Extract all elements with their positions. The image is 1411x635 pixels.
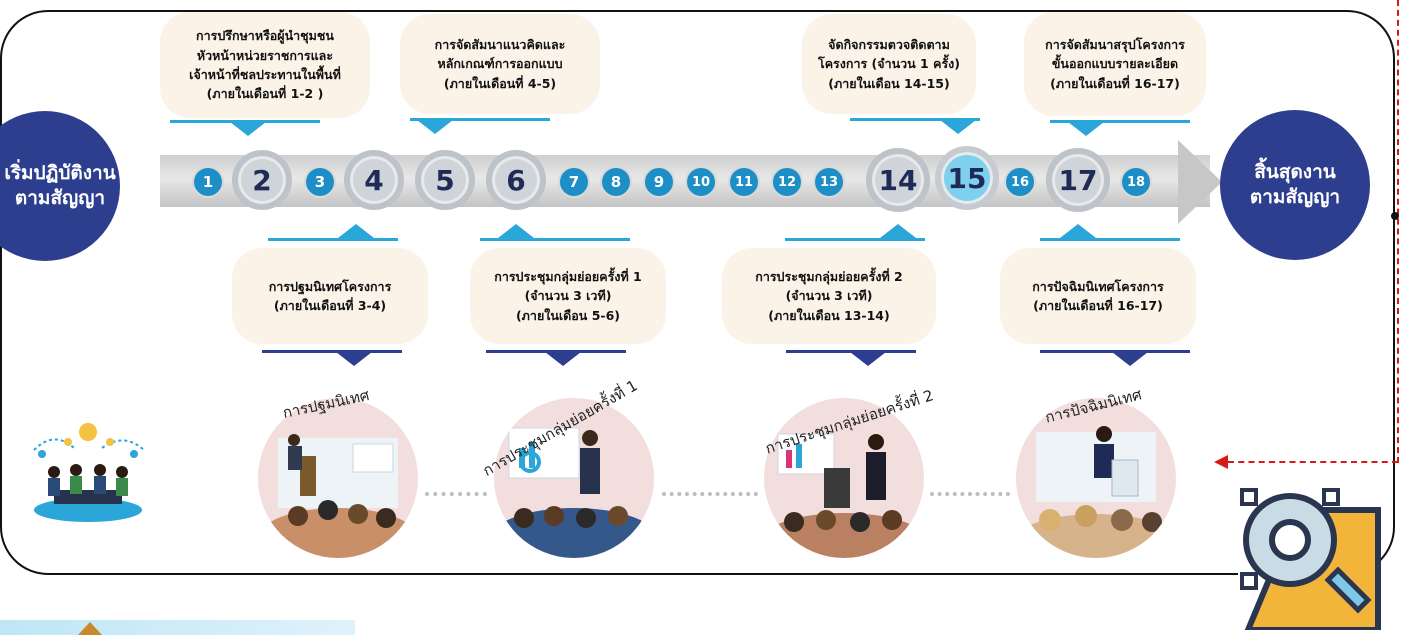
timeline-arrow-head [1178,140,1222,224]
dotted-connector-3 [930,492,1010,496]
month-6: 6 [486,150,546,210]
start-line2: ตามสัญญา [14,187,106,209]
house-roof-icon [78,622,102,635]
month-2: 2 [232,150,292,210]
month-9: 9 [643,166,675,198]
bottom-activity-3-line1: การประชุมกลุ่มย่อยครั้งที่ 2 [755,268,903,284]
bottom-activity-1-line1: การปฐมนิเทศโครงการ [268,278,392,294]
bottom-activity-3-line2: (จำนวน 3 เวที) [785,288,873,304]
bottom-activity-2-line3: (ภายในเดือน 5-6) [515,307,621,323]
dashed-arrow-head [1214,455,1228,469]
top-activity-1-line2: หัวหน้าหน่วยราชการและ [196,47,334,63]
top-activity-4-line1: การจัดสัมนาสรุปโครงการ [1045,36,1185,52]
top-activity-4-pointer [1068,122,1104,136]
dashed-connector-horizontal [1228,461,1398,463]
bottom-activity-1-navy-pointer [336,352,372,366]
end-line1: สิ้นสุดงาน [1254,161,1336,184]
top-activity-2: การจัดสัมนาแนวคิดและ หลักเกณฑ์การออกแบบ … [400,14,600,114]
start-line1: เริ่มปฏิบัติงาน [4,162,116,185]
month-15: 15 [935,146,999,210]
bottom-activity-2: การประชุมกลุ่มย่อยครั้งที่ 1 (จำนวน 3 เว… [470,248,666,344]
design-tools-icon [1228,480,1388,633]
photo-closing [1016,398,1176,558]
top-activity-2-line2: หลักเกณฑ์การออกแบบ [437,56,563,72]
month-13: 13 [813,166,845,198]
bottom-activity-2-bar [480,238,630,241]
top-activity-3-line2: โครงการ (จำนวน 1 ครั้ง) [817,56,960,72]
connector-dot [1391,212,1399,220]
month-14: 14 [866,148,930,212]
month-17: 17 [1046,148,1110,212]
bottom-activity-4-navy-pointer [1112,352,1148,366]
top-activity-4-line3: (ภายในเดือนที่ 16-17) [1050,75,1180,91]
bottom-activity-3-pointer [880,224,916,238]
bottom-activity-1-line2: (ภายในเดือนที่ 3-4) [273,298,387,313]
top-activity-4: การจัดสัมนาสรุปโครงการ ขั้นออกแบบรายละเอ… [1024,12,1206,116]
top-activity-1: การปรึกษาหรือผู้นำชุมชน หัวหน้าหน่วยราชก… [160,12,370,118]
month-11: 11 [728,166,760,198]
top-activity-1-bar [170,120,320,123]
top-activity-3: จัดกิจกรรมตวจติดตาม โครงการ (จำนวน 1 ครั… [802,14,976,114]
top-activity-3-bar [850,118,980,121]
top-activity-3-line3: (ภายในเดือน 14-15) [828,75,950,91]
top-activity-3-line1: จัดกิจกรรมตวจติดตาม [828,36,950,52]
bottom-activity-4-pointer [1060,224,1096,238]
photo-subgroup-2 [764,398,924,558]
bottom-activity-2-navy-pointer [545,352,581,366]
bottom-activity-2-line1: การประชุมกลุ่มย่อยครั้งที่ 1 [494,268,642,284]
bottom-activity-1: การปฐมนิเทศโครงการ (ภายในเดือนที่ 3-4) [232,248,428,344]
month-8: 8 [600,166,632,198]
month-7: 7 [558,166,590,198]
month-4: 4 [344,150,404,210]
top-activity-2-line1: การจัดสัมนาแนวคิดและ [434,36,566,52]
dotted-connector-1 [425,492,487,496]
bottom-activity-3-navy-bar [786,350,916,353]
bottom-activity-1-bar [268,238,398,241]
timeline-frame [0,10,1395,575]
month-12: 12 [771,166,803,198]
dashed-connector-vertical [1397,0,1399,463]
bottom-activity-3-navy-pointer [850,352,886,366]
top-activity-2-pointer [417,120,453,134]
top-activity-1-pointer [230,122,266,136]
month-16: 16 [1004,166,1036,198]
month-5: 5 [415,150,475,210]
top-activity-4-line2: ขั้นออกแบบรายละเอียด [1051,56,1179,72]
month-18: 18 [1120,166,1152,198]
bottom-activity-4: การปัจฉิมนิเทศโครงการ (ภายในเดือนที่ 16-… [1000,248,1196,344]
bottom-activity-3-bar [785,238,925,241]
top-activity-2-bar [410,118,550,121]
bottom-activity-1-navy-bar [262,350,402,353]
top-activity-2-line3: (ภายในเดือนที่ 4-5) [443,75,557,91]
bottom-activity-4-line2: (ภายในเดือนที่ 16-17) [1033,298,1163,313]
bottom-activity-4-line1: การปัจฉิมนิเทศโครงการ [1032,278,1164,294]
bottom-activity-4-bar [1040,238,1180,241]
photo-orientation [258,398,418,558]
bottom-activity-2-pointer [498,224,534,238]
top-activity-1-line4: (ภายในเดือนที่ 1-2 ) [206,86,324,102]
month-10: 10 [685,166,717,198]
month-1: 1 [192,166,224,198]
bottom-activity-3: การประชุมกลุ่มย่อยครั้งที่ 2 (จำนวน 3 เว… [722,248,936,344]
bottom-activity-4-navy-bar [1040,350,1190,353]
bottom-activity-1-pointer [338,224,374,238]
end-node: สิ้นสุดงาน ตามสัญญา [1220,110,1370,260]
bottom-activity-2-navy-bar [486,350,626,353]
photo-subgroup-1 [494,398,654,558]
month-3: 3 [304,166,336,198]
top-activity-1-line1: การปรึกษาหรือผู้นำชุมชน [196,28,334,44]
top-activity-3-pointer [940,120,976,134]
bottom-activity-3-line3: (ภายในเดือน 13-14) [768,307,890,323]
team-meeting-icon [24,420,152,525]
top-activity-1-line3: เจ้าหน้าที่ชลประทานในพื้นที่ [189,67,341,82]
dotted-connector-2 [662,492,758,496]
end-line2: ตามสัญญา [1249,186,1341,208]
bottom-decoration-strip [0,620,355,635]
bottom-activity-2-line2: (จำนวน 3 เวที) [524,288,612,304]
start-node: เริ่มปฏิบัติงาน ตามสัญญา [0,111,120,261]
top-activity-4-bar [1050,120,1190,123]
